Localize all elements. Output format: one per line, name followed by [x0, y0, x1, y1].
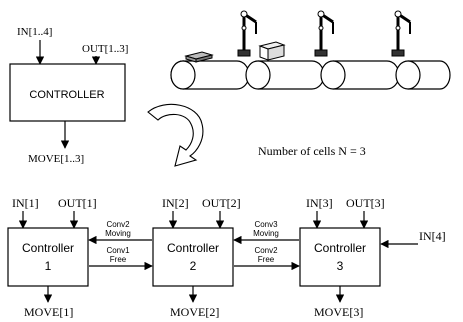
controller-2-title: Controller — [167, 241, 219, 255]
controller-1-box — [8, 228, 88, 286]
controller-1-out-label: OUT[1] — [58, 196, 97, 210]
box-icon — [260, 42, 284, 60]
in4-label: IN[4] — [419, 229, 446, 243]
conveyor-illustration — [171, 11, 450, 89]
controller-3-number: 3 — [337, 259, 344, 273]
controller-2-in-label: IN[2] — [162, 196, 189, 210]
link-1-2: Conv2 Moving Conv1 Free — [89, 220, 152, 266]
controller-1-title: Controller — [22, 241, 74, 255]
top-out-label: OUT[1..3] — [82, 43, 128, 55]
link-conv2-free-line2: Free — [258, 255, 275, 264]
controller-1-in-label: IN[1] — [12, 196, 39, 210]
controller-1-move-label: MOVE[1] — [24, 305, 73, 319]
top-controller-label: CONTROLLER — [29, 89, 104, 101]
link-conv3-moving-line2: Moving — [253, 229, 279, 238]
robot-arm-icon — [392, 11, 410, 56]
conveyor-roller-icon — [171, 61, 249, 89]
robot-arm-icon — [315, 11, 333, 56]
conveyor-roller-icon — [321, 61, 399, 89]
link-2-3: Conv3 Moving Conv2 Free — [234, 220, 299, 266]
link-conv2-moving-line1: Conv2 — [106, 220, 130, 229]
controller-3-box — [300, 228, 380, 286]
controller-1-group: IN[1] OUT[1] Controller 1 MOVE[1] — [8, 196, 97, 319]
link-conv1-free-line1: Conv1 — [106, 246, 130, 255]
link-conv1-free-line2: Free — [110, 255, 127, 264]
controller-3-move-label: MOVE[3] — [314, 305, 363, 319]
robot-arm-icon — [238, 11, 256, 56]
controller-3-group: IN[3] OUT[3] Controller 3 MOVE[3] — [300, 196, 385, 319]
link-conv3-moving-line1: Conv3 — [254, 220, 278, 229]
top-controller-group: IN[1..4] OUT[1..3] CONTROLLER MOVE[1..3] — [10, 26, 128, 165]
controller-3-out-label: OUT[3] — [346, 196, 385, 210]
controller-2-box — [153, 228, 233, 286]
controller-1-number: 1 — [45, 259, 52, 273]
curved-arrow-icon — [148, 104, 203, 166]
conveyor-roller-icon — [396, 61, 450, 89]
top-in-label: IN[1..4] — [17, 26, 52, 38]
controller-2-number: 2 — [190, 259, 197, 273]
controller-3-in-label: IN[3] — [306, 196, 333, 210]
controller-2-move-label: MOVE[2] — [170, 305, 219, 319]
controller-2-group: IN[2] OUT[2] Controller 2 MOVE[2] — [153, 196, 241, 319]
controller-3-title: Controller — [314, 241, 366, 255]
cells-count-label: Number of cells N = 3 — [258, 144, 366, 158]
link-conv2-free-line1: Conv2 — [254, 246, 278, 255]
link-conv2-moving-line2: Moving — [105, 229, 131, 238]
controller-2-out-label: OUT[2] — [202, 196, 241, 210]
top-move-label: MOVE[1..3] — [28, 153, 84, 165]
conveyor-roller-icon — [246, 61, 324, 89]
